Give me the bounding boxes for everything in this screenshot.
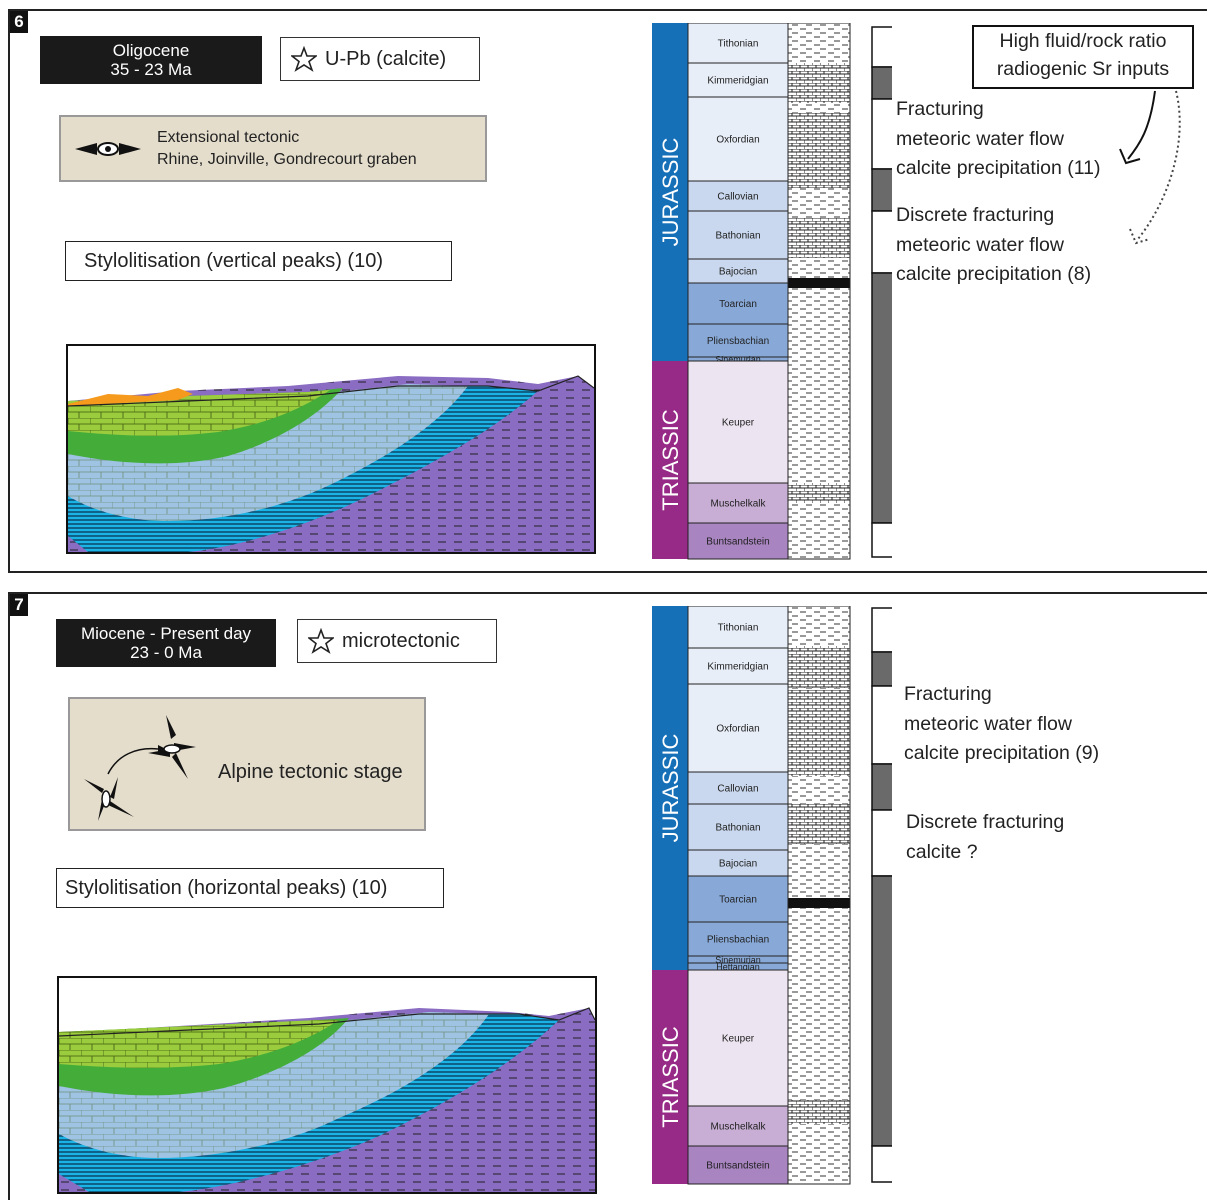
dating-method-box: microtectonic	[297, 619, 497, 663]
stage-label: Pliensbachian	[707, 336, 769, 347]
stage-cell	[687, 258, 789, 284]
stage-cell	[687, 683, 789, 773]
panel-7: 7 Miocene - Present day 23 - 0 Ma microt…	[8, 592, 1207, 1200]
tectonic-box: Alpine tectonic stage	[68, 697, 426, 831]
tectonic-line-1: Extensional tectonic	[157, 129, 300, 146]
tectonic-label: Alpine tectonic stage	[218, 761, 403, 783]
cross-section	[57, 976, 597, 1194]
stage-cell	[687, 969, 789, 1107]
jurassic-label: JURASSIC	[658, 733, 683, 842]
stylolite-box: Stylolitisation (horizontal peaks) (10)	[56, 868, 444, 908]
stage-cell	[687, 921, 789, 957]
age-box: Oligocene 35 - 23 Ma	[40, 36, 262, 84]
stylolite-box: Stylolitisation (vertical peaks) (10)	[65, 241, 452, 281]
stage-label: Callovian	[717, 784, 758, 795]
stage-label: Sinemurian	[715, 955, 761, 965]
panel-number: 6	[10, 11, 28, 33]
stage-label: Toarcian	[719, 895, 757, 906]
stage-label: Bajocian	[719, 859, 757, 870]
note-fracturing: Fracturing meteoric water flow calcite p…	[904, 683, 1100, 764]
stage-cell	[687, 360, 789, 484]
note-fracturing: Fracturing meteoric water flow calcite p…	[896, 98, 1101, 179]
tectonic-box: Extensional tectonic Rhine, Joinville, G…	[59, 115, 487, 182]
panel-number: 7	[10, 594, 28, 616]
age-range: 23 - 0 Ma	[130, 643, 202, 662]
stage-cell	[687, 606, 789, 649]
stage-cell	[687, 482, 789, 524]
stage-cell	[687, 1145, 789, 1185]
dating-method-box: U-Pb (calcite)	[280, 37, 480, 81]
stylolite-label: Stylolitisation (horizontal peaks) (10)	[65, 876, 388, 899]
stage-label: Kimmeridgian	[707, 662, 768, 673]
extension-arrows-icon	[75, 142, 141, 156]
stratigraphic-column: TithonianKimmeridgianOxfordianCallovianB…	[652, 606, 892, 1185]
triassic-bar	[652, 970, 688, 1184]
stage-label: Oxfordian	[716, 724, 759, 735]
stage-label: Muschelkalk	[710, 1122, 766, 1133]
age-range: 35 - 23 Ma	[110, 60, 192, 79]
note-discrete-fracturing: Discrete fracturing meteoric water flow …	[896, 204, 1092, 285]
cross-section	[66, 344, 596, 554]
fluid-line-2: radiogenic Sr inputs	[996, 58, 1170, 80]
triassic-label: TRIASSIC	[658, 1026, 683, 1128]
flow-arrows	[1119, 90, 1181, 245]
stage-label: Bathonian	[715, 823, 760, 834]
fluid-line-1: High fluid/rock ratio	[999, 30, 1167, 52]
stage-label: Muschelkalk	[710, 499, 766, 510]
panel-6: 6 Oligocene 35 - 23 Ma U-Pb (calcite) Ex…	[8, 9, 1207, 573]
stage-label: Tithonian	[718, 623, 759, 634]
note-discrete-fracturing: Discrete fracturing calcite ?	[906, 811, 1065, 863]
stage-label: Toarcian	[719, 299, 757, 310]
age-title: Miocene - Present day	[80, 624, 252, 643]
stage-label: Bajocian	[719, 267, 757, 278]
star-icon	[291, 46, 317, 72]
stage-label: Callovian	[717, 192, 758, 203]
stage-label: Oxfordian	[716, 135, 759, 146]
stage-label: Bathonian	[715, 231, 760, 242]
tectonic-line-2: Rhine, Joinville, Gondrecourt graben	[157, 151, 417, 168]
dating-method: U-Pb (calcite)	[325, 47, 447, 70]
stage-label: Buntsandstein	[706, 1161, 769, 1172]
stage-label: Buntsandstein	[706, 537, 769, 548]
stage-cell	[687, 323, 789, 358]
triassic-bar	[652, 361, 688, 559]
triassic-label: TRIASSIC	[658, 409, 683, 511]
stratigraphic-column: TithonianKimmeridgianOxfordianCallovianB…	[652, 23, 892, 560]
stage-cell	[687, 647, 789, 685]
jurassic-bar	[652, 606, 688, 970]
stage-label: Kimmeridgian	[707, 76, 768, 87]
stage-cell	[687, 1105, 789, 1147]
stage-label: Tithonian	[718, 39, 759, 50]
stage-label: Keuper	[722, 418, 755, 429]
stage-label: Sinemurian	[715, 355, 761, 365]
age-box: Miocene - Present day 23 - 0 Ma	[56, 619, 276, 667]
jurassic-bar	[652, 23, 688, 361]
stage-label: Hettangian	[716, 962, 760, 972]
stage-cell	[687, 522, 789, 560]
stylolite-label: Stylolitisation (vertical peaks) (10)	[84, 249, 383, 272]
age-title: Oligocene	[112, 41, 190, 60]
star-icon	[308, 628, 334, 654]
fluid-rock-box: High fluid/rock ratio radiogenic Sr inpu…	[972, 25, 1194, 89]
jurassic-label: JURASSIC	[658, 137, 683, 246]
dating-method: microtectonic	[342, 629, 460, 652]
stage-cell	[687, 180, 789, 212]
stage-cell	[687, 96, 789, 182]
compression-arrows-icon	[84, 715, 196, 821]
stage-label: Pliensbachian	[707, 935, 769, 946]
stage-label: Keuper	[722, 1034, 755, 1045]
